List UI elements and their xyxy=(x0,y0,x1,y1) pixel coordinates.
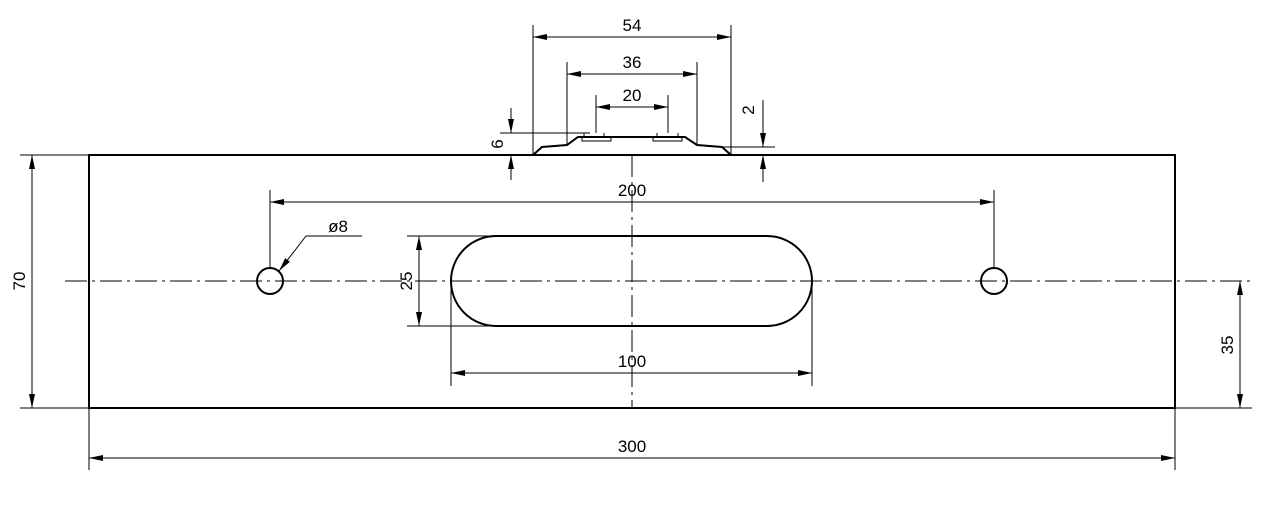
dim-text-35: 35 xyxy=(1218,336,1237,355)
top-pad-marks xyxy=(583,133,679,137)
center-slot xyxy=(450,235,813,327)
dim-text-70: 70 xyxy=(10,272,29,291)
dim-text-20: 20 xyxy=(623,86,642,105)
dim-text-hole-diameter: ø8 xyxy=(328,217,348,236)
dim-text-2: 2 xyxy=(739,105,758,114)
leader-line xyxy=(278,235,307,272)
dim-text-300: 300 xyxy=(618,437,646,456)
dim-text-6: 6 xyxy=(488,139,507,148)
top-bump-profile xyxy=(532,136,732,156)
dim-text-36: 36 xyxy=(623,53,642,72)
top-pad-left xyxy=(581,136,612,142)
dim-text-54: 54 xyxy=(623,16,642,35)
dim-text-100: 100 xyxy=(618,352,646,371)
dim-text-200: 200 xyxy=(618,181,646,200)
dim-text-25: 25 xyxy=(397,272,416,291)
top-pad-right xyxy=(652,136,683,142)
